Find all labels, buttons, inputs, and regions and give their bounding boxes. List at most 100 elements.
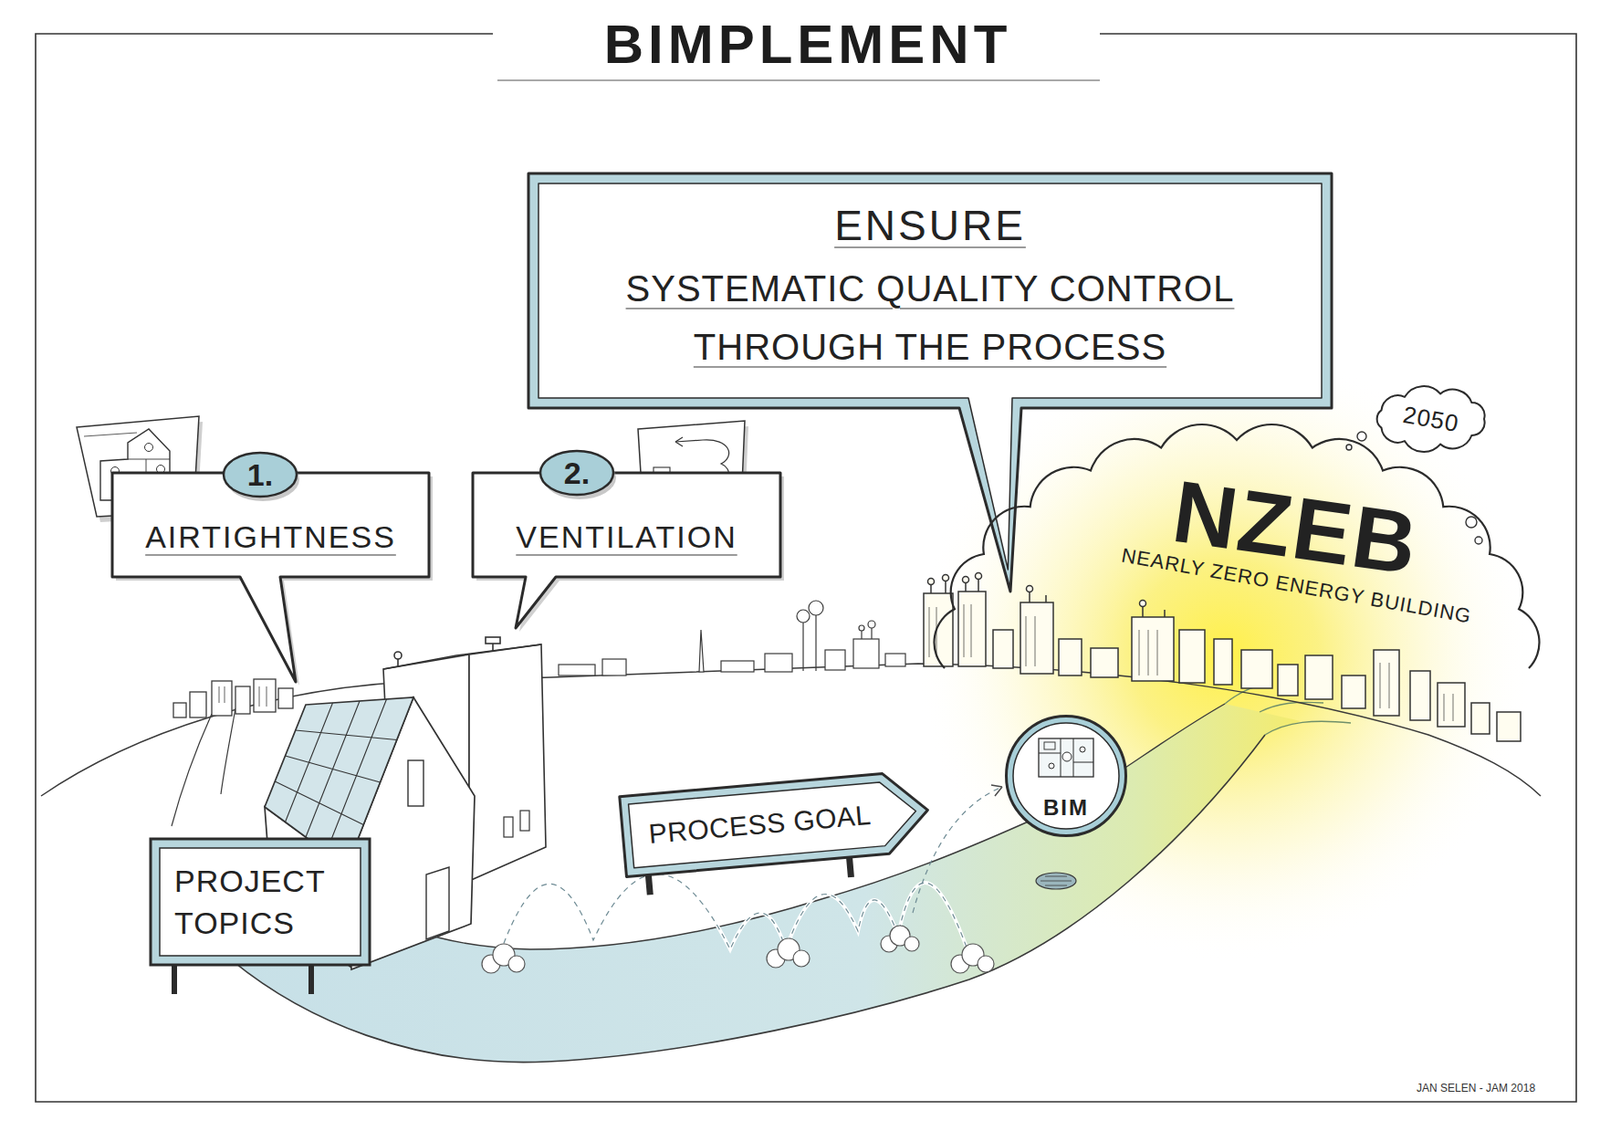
city-skyline [1341,675,1366,709]
tall-building [397,642,493,668]
frame [35,33,1577,1102]
left-skyline [235,686,251,714]
bim-plan-icon [1062,752,1072,762]
house [407,760,424,806]
node-heading: BIM [1043,794,1089,821]
left-skyline [189,691,207,718]
city-skyline [1131,616,1174,681]
nzeb-cloud-outline [934,424,1540,669]
project-topics-sign-outline [150,838,370,965]
process-goal-sign: PROCESS GOAL [619,770,931,878]
city-skyline [1090,648,1119,678]
distant-horizon [853,638,879,669]
city-skyline [1471,702,1490,734]
tall-building [394,651,402,659]
city-skyline [1410,670,1431,721]
dust-puff [793,950,810,967]
topic-callout: AIRTIGHTNESS1. [112,472,429,577]
bounce-trail [991,784,1003,796]
nzeb-cloud: NZEBNEARLY ZERO ENERGY BUILDING [949,428,1525,658]
airflow-sketch [675,437,683,447]
city-skyline [928,578,935,586]
thought-bubbles [1465,516,1477,528]
house [426,867,450,940]
distant-horizon [796,609,810,623]
quality-callout: ENSURESYSTEMATIC QUALITY CONTROL THROUGH… [528,173,1332,408]
city-skyline [958,591,986,667]
left-skyline [219,686,267,707]
tall-building [469,644,546,881]
bim-badge: BIM [1004,714,1128,837]
node-heading: AIRTIGHTNESS [145,516,397,557]
city-skyline [962,576,970,584]
bounce-trail [500,873,970,955]
ground-line [171,708,236,827]
bounce-trail [500,873,970,955]
bim-plan-icon [1038,738,1094,777]
dust-puff [904,936,920,952]
left-skyline [211,680,232,716]
tall-building [520,810,530,831]
frame [497,79,1100,81]
distant-horizon [858,625,865,631]
dust-puff [508,955,525,973]
distant-horizon [699,629,704,672]
bim-badge-outline [1006,716,1127,837]
bim-plan-icon [1079,746,1086,753]
left-skyline [278,688,293,709]
distant-horizon [867,620,876,628]
bim-plan-icon [1044,742,1056,750]
signature-label: JAN SELEN - JAM 2018 [1416,1081,1536,1095]
thought-bubbles [1357,431,1367,441]
distant-horizon [825,649,846,670]
bim-plan-icon [1038,738,1094,777]
distant-horizon [764,653,793,672]
left-skyline [173,679,293,718]
tall-building [383,644,542,670]
dust-puff [977,955,994,973]
city-skyline [1305,655,1333,700]
city-skyline [1373,649,1400,716]
city-skyline [993,629,1014,669]
city-skyline [975,573,983,580]
thought-bubbles [1346,444,1352,450]
bim-plan-icon [1038,738,1094,777]
node-heading: 2. [564,454,590,492]
city-skyline [1139,600,1147,607]
thought-bubbles [1474,536,1483,544]
process-goal-sign-outline [628,779,920,868]
road [1035,872,1077,889]
city-skyline [1277,664,1298,696]
distant-horizon [721,660,754,672]
project-topics-sign-outline [150,838,370,965]
process-goal-sign-outline [619,770,931,878]
road [1040,876,1072,886]
bim-badge-outline [1013,722,1119,829]
node-heading: 1. [247,456,273,493]
bim-plan-icon [1048,763,1055,769]
callout-number: 1. [221,450,299,499]
city-skyline [1241,649,1273,689]
callout-number-outline [223,452,297,497]
node-heading: VENTILATION [515,516,737,557]
left-skyline [173,702,187,718]
city-skyline [929,604,1454,722]
tall-building [485,637,501,644]
city-skyline [1179,629,1205,683]
distant-horizon [808,600,824,616]
topic-callout: VENTILATION2. [472,472,781,577]
tall-building [503,816,513,837]
diagram-title: BIMPLEMENT [524,14,1091,75]
topic-callout-outline [472,472,781,628]
node-heading: PROJECT TOPICS [174,859,346,944]
city-skyline [1496,711,1521,742]
road [219,682,1351,1063]
project-topics-sign-outline [159,847,361,956]
callout-number-outline [540,450,614,495]
node-heading: ENSURE [834,198,1026,252]
city-skyline [942,575,950,582]
distant-horizon [602,658,627,676]
city-skyline [1058,638,1082,676]
city-skyline [930,578,1165,617]
distant-horizon [558,600,906,676]
